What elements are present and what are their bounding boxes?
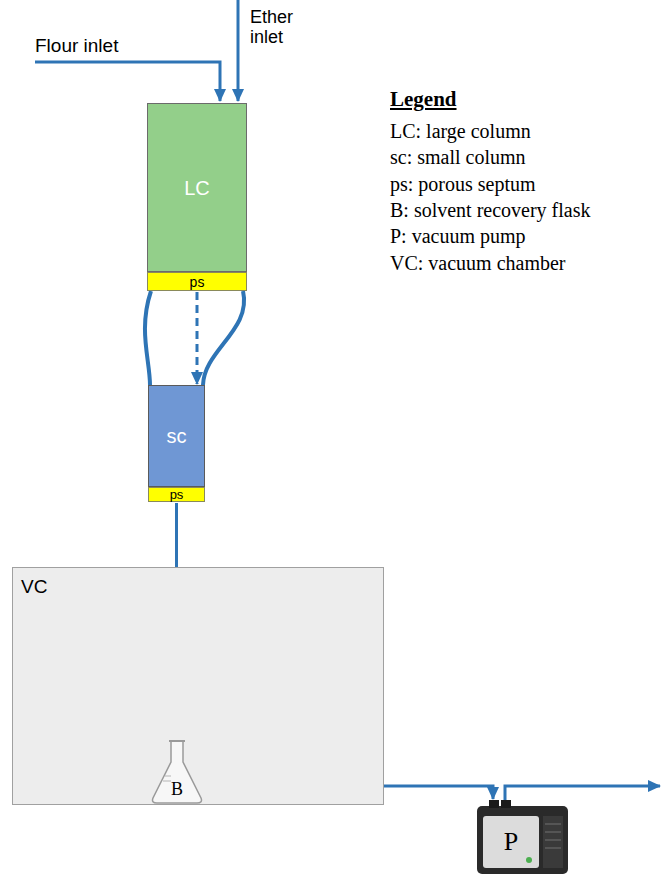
legend-entry: B: solvent recovery flask (390, 199, 591, 222)
pump-exhaust-pipe (505, 786, 660, 800)
flour-inlet-pipe (35, 62, 220, 101)
vacuum-chamber: VC B (12, 567, 384, 805)
porous-septum-label: ps (170, 488, 184, 501)
legend-entry: LC: large column (390, 120, 531, 143)
flow-connector (196, 292, 199, 384)
funnel-wall (203, 291, 244, 385)
small-column: sc (148, 385, 205, 487)
small-column-label: sc (167, 426, 187, 446)
recovery-flask: B (151, 740, 203, 804)
vacuum-pump: P (475, 800, 570, 876)
porous-septum-label: ps (190, 275, 205, 289)
legend-entry: ps: porous septum (390, 173, 536, 196)
vacuum-pump-label: P (504, 829, 518, 855)
legend-entry: sc: small column (390, 146, 526, 169)
inlet-label: Ether inlet (250, 8, 306, 48)
inlet-label: Flour inlet (35, 36, 118, 57)
funnel-wall (145, 291, 151, 385)
legend-heading: Legend (390, 88, 457, 111)
porous-septum: ps (147, 272, 247, 291)
legend-entry: P: vacuum pump (390, 225, 526, 248)
pump-illustration (475, 800, 570, 876)
large-column-label: LC (184, 178, 210, 198)
vacuum-chamber-label: VC (21, 577, 47, 596)
legend-entry: VC: vacuum chamber (390, 252, 566, 275)
ether-inlet-pipe (237, 0, 240, 101)
porous-septum: ps (148, 487, 205, 502)
recovery-flask-label: B (171, 780, 183, 798)
large-column: LC (147, 103, 247, 272)
